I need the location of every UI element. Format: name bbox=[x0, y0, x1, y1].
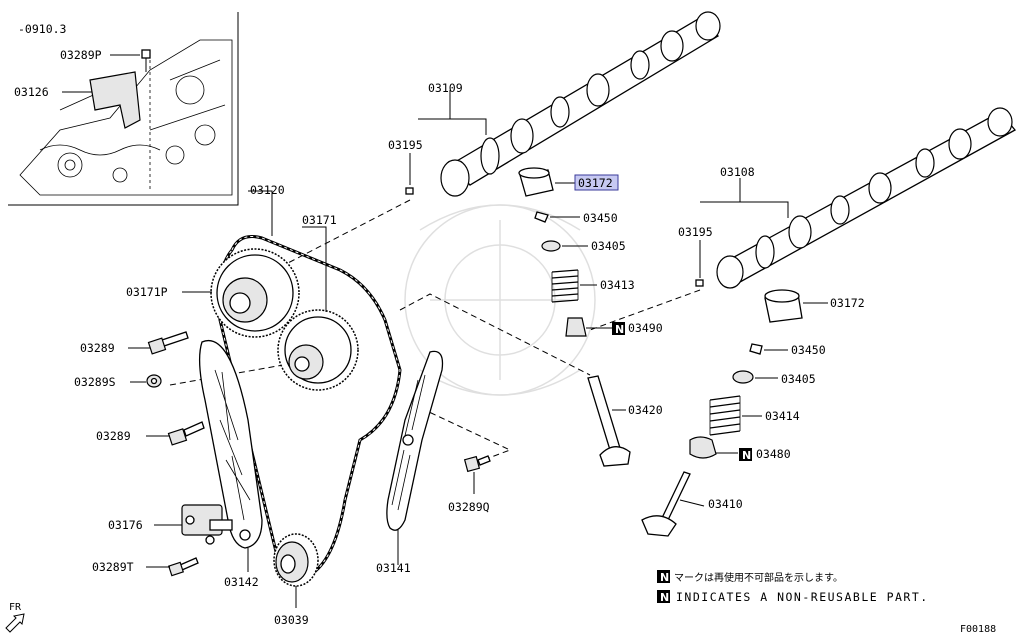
label-03195-lower[interactable]: 03195 bbox=[678, 225, 713, 239]
label-03172-lower[interactable]: 03172 bbox=[830, 296, 865, 310]
label-03405-upper[interactable]: 03405 bbox=[591, 239, 626, 253]
legend-english: INDICATES A NON-REUSABLE PART. bbox=[676, 590, 929, 604]
bolt-03289-lower bbox=[167, 421, 205, 446]
svg-text:N: N bbox=[660, 571, 669, 584]
bolt-03289T bbox=[167, 557, 199, 577]
intake-camshaft bbox=[440, 11, 721, 197]
label-03405-lower[interactable]: 03405 bbox=[781, 372, 816, 386]
label-03413[interactable]: 03413 bbox=[600, 278, 635, 292]
label-03039[interactable]: 03039 bbox=[274, 613, 309, 627]
label-03172-upper[interactable]: 03172 bbox=[578, 176, 613, 190]
camshaft-sprocket-intake bbox=[210, 248, 300, 338]
crankshaft-sprocket bbox=[273, 533, 319, 587]
legend-japanese: マークは再使用不可部品を示します。 bbox=[674, 571, 843, 584]
label-03289S[interactable]: 03289S bbox=[74, 375, 116, 389]
label-03490[interactable]: 03490 bbox=[628, 321, 663, 335]
label-03289T[interactable]: 03289T bbox=[92, 560, 134, 574]
label-03176[interactable]: 03176 bbox=[108, 518, 143, 532]
legend: N マークは再使用不可部品を示します。 N INDICATES A NON-RE… bbox=[657, 570, 929, 604]
valve-spring-upper bbox=[551, 269, 579, 303]
svg-text:N: N bbox=[615, 323, 624, 336]
label-03480[interactable]: 03480 bbox=[756, 447, 791, 461]
label-03109[interactable]: 03109 bbox=[428, 81, 463, 95]
spring-retainer-lower bbox=[732, 370, 754, 384]
label-03414[interactable]: 03414 bbox=[765, 409, 800, 423]
label-03450-lower[interactable]: 03450 bbox=[791, 343, 826, 357]
watermark-emblem bbox=[404, 204, 596, 396]
valve-stem-seal-lower bbox=[689, 436, 717, 459]
valve-cotter-lower bbox=[749, 343, 763, 355]
label-03420[interactable]: 03420 bbox=[628, 403, 663, 417]
exhaust-valve bbox=[641, 471, 691, 537]
bolt-03289S bbox=[146, 374, 162, 388]
valve-lifter-lower bbox=[764, 289, 803, 323]
label-03141[interactable]: 03141 bbox=[376, 561, 411, 575]
valve-spring-lower bbox=[709, 395, 741, 436]
chain-tensioner-lever bbox=[198, 340, 263, 549]
label-03410[interactable]: 03410 bbox=[708, 497, 743, 511]
label-03450-upper[interactable]: 03450 bbox=[583, 211, 618, 225]
label-03120[interactable]: 03120 bbox=[250, 183, 285, 197]
valve-cotter-upper bbox=[534, 211, 549, 223]
version-note: -0910.3 bbox=[18, 22, 67, 36]
spring-retainer-upper bbox=[541, 240, 561, 252]
fr-label: FR bbox=[9, 602, 22, 613]
svg-text:N: N bbox=[660, 591, 669, 604]
svg-text:N: N bbox=[742, 449, 751, 462]
label-03195-upper[interactable]: 03195 bbox=[388, 138, 423, 152]
label-03171[interactable]: 03171 bbox=[302, 213, 337, 227]
label-03172-highlight bbox=[574, 174, 619, 191]
chain-guide bbox=[386, 350, 444, 531]
dowel-pin-lower bbox=[695, 279, 704, 287]
front-direction-indicator: FR bbox=[5, 602, 25, 633]
label-03108[interactable]: 03108 bbox=[720, 165, 755, 179]
dowel-pin-upper bbox=[405, 187, 414, 195]
drawing-code: F00188 bbox=[960, 624, 996, 635]
inset-detail: -0910.3 03289P 03126 bbox=[8, 12, 239, 206]
label-03126[interactable]: 03126 bbox=[14, 85, 49, 99]
label-03142[interactable]: 03142 bbox=[224, 575, 259, 589]
valve-lifter-upper bbox=[518, 167, 554, 197]
bolt-03289-upper bbox=[147, 331, 189, 355]
camshaft-sprocket-exhaust bbox=[277, 309, 359, 391]
label-03289Q[interactable]: 03289Q bbox=[448, 500, 490, 514]
label-03289P[interactable]: 03289P bbox=[60, 48, 102, 62]
bolt-03289Q bbox=[463, 455, 491, 473]
chain-tensioner bbox=[181, 504, 233, 545]
valve-stem-seal-upper bbox=[565, 317, 587, 337]
label-03289-upper[interactable]: 03289 bbox=[80, 341, 115, 355]
intake-valve bbox=[587, 375, 631, 467]
label-03289-lower[interactable]: 03289 bbox=[96, 429, 131, 443]
label-03171P[interactable]: 03171P bbox=[126, 285, 168, 299]
exhaust-camshaft bbox=[716, 107, 1017, 289]
